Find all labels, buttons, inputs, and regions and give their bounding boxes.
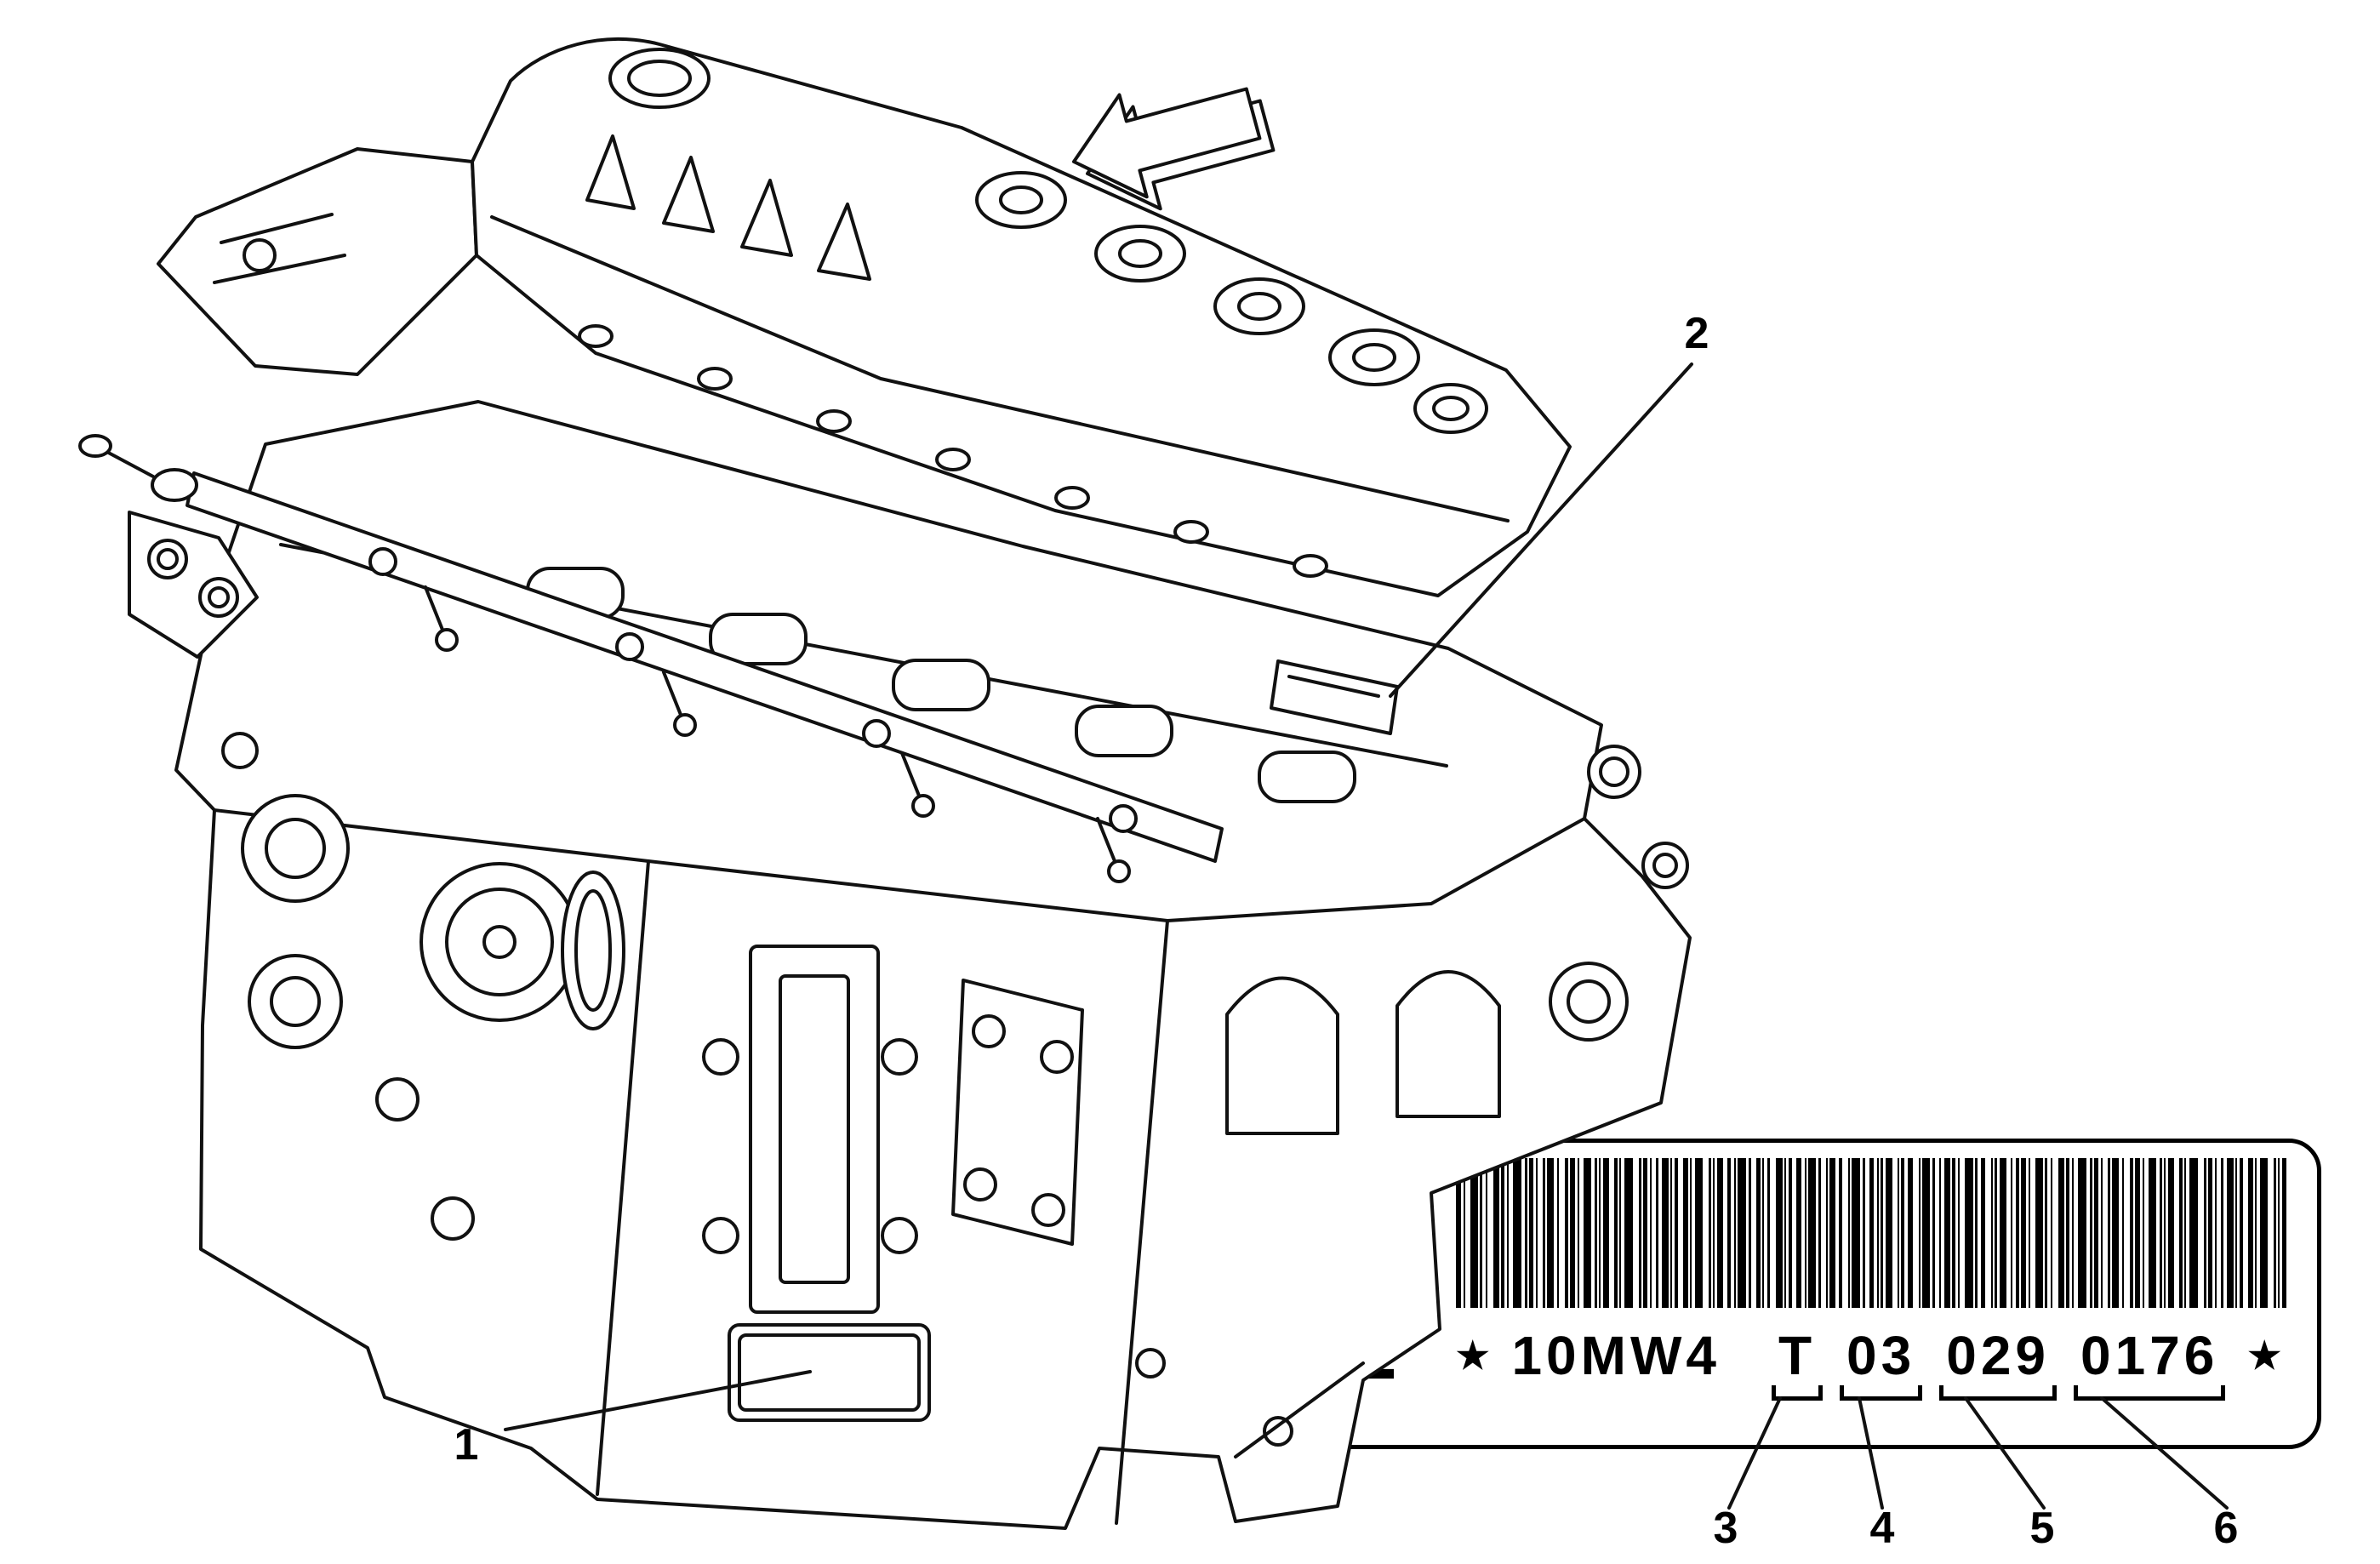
label-seg-shift: T bbox=[1771, 1324, 1824, 1401]
barcode bbox=[1456, 1158, 2286, 1308]
star-right-icon: ★ bbox=[2247, 1334, 2281, 1377]
engine-id-label: MW4 ★ 10MW4 T 03 029 0176 ★ bbox=[1309, 1139, 2321, 1449]
barcode-area bbox=[1456, 1158, 2286, 1308]
callout-1: 1 bbox=[454, 1420, 479, 1470]
callout-5: 5 bbox=[2029, 1504, 2055, 1553]
star-left-icon: ★ bbox=[1456, 1334, 1490, 1377]
label-prefix: 10MW4 bbox=[1511, 1325, 1721, 1386]
direction-arrow-icon bbox=[1072, 87, 1276, 211]
label-seg-serial: 0176 bbox=[2074, 1324, 2226, 1401]
callout-4: 4 bbox=[1869, 1504, 1895, 1553]
label-plant-code: MW4 bbox=[1326, 1203, 1410, 1384]
callout-6: 6 bbox=[2213, 1504, 2239, 1553]
label-seg-day: 029 bbox=[1939, 1324, 2057, 1401]
callout-line-1 bbox=[504, 1370, 812, 1431]
callout-2: 2 bbox=[1684, 309, 1709, 358]
label-code-row: ★ 10MW4 T 03 029 0176 ★ bbox=[1456, 1324, 2286, 1401]
callout-3: 3 bbox=[1713, 1504, 1738, 1553]
label-seg-month: 03 bbox=[1840, 1324, 1923, 1401]
callout-line-2 bbox=[1389, 362, 1693, 698]
